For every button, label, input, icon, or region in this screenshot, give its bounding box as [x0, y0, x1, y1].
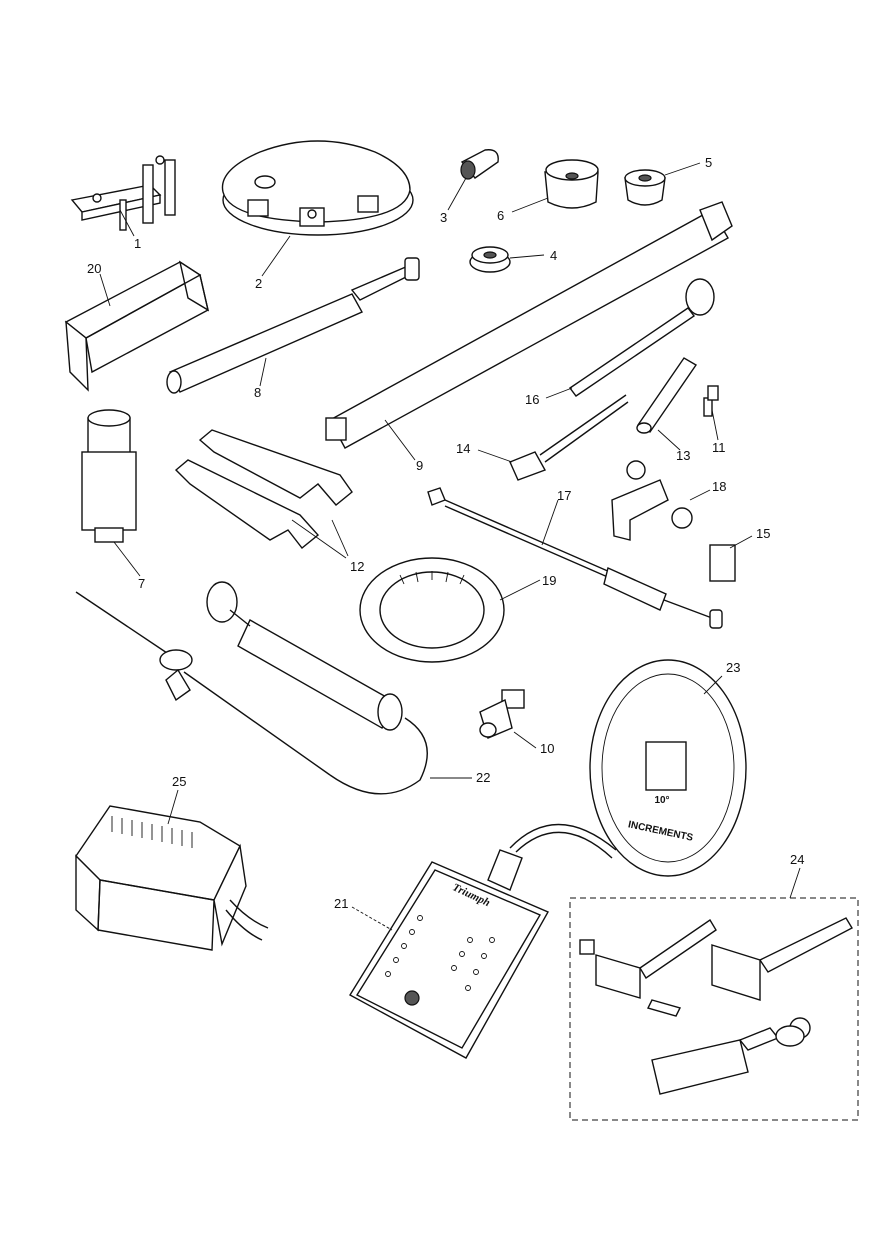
part-8-shaft	[166, 257, 420, 394]
callout-1: 1	[134, 236, 141, 251]
part-7-cylinder	[81, 409, 137, 543]
callout-19: 19	[542, 573, 556, 588]
part-20-channel	[64, 260, 210, 392]
part-5-cup	[624, 169, 666, 206]
callout-20: 20	[87, 261, 101, 276]
callout-4: 4	[550, 248, 557, 263]
callout-11: 11	[712, 440, 726, 455]
callout-22: 22	[476, 770, 490, 785]
callout-10: 10	[540, 741, 554, 756]
callout-3: 3	[440, 210, 447, 225]
part-9-long-bar	[325, 201, 733, 449]
callout-16: 16	[525, 392, 539, 407]
part-19-ring	[359, 557, 505, 663]
callout-23: 23	[726, 660, 740, 675]
part-4-washer	[469, 246, 511, 273]
callout-9: 9	[416, 458, 423, 473]
callout-18: 18	[712, 479, 726, 494]
part-10-fitting	[479, 689, 525, 739]
callout-14: 14	[456, 441, 470, 456]
part-22-syringe	[75, 581, 428, 795]
part-3-plug	[460, 149, 499, 180]
callout-5: 5	[705, 155, 712, 170]
part-16-rod	[568, 278, 715, 397]
part-11-adapter	[703, 385, 719, 417]
part-14-probe	[509, 394, 629, 481]
callout-labels: 1 2 3 4 5 6 7 8 9 10 11 12 13 14 15 16 1…	[87, 155, 804, 911]
dial-label-degree: 10°	[654, 795, 669, 806]
callout-2: 2	[255, 276, 262, 291]
part-25-connector	[75, 805, 269, 951]
part-2-disc	[221, 140, 414, 236]
part-1-bracket	[70, 155, 176, 231]
callout-13: 13	[676, 448, 690, 463]
callout-24: 24	[790, 852, 804, 867]
part-13-pipe	[636, 357, 698, 434]
callout-6: 6	[497, 208, 504, 223]
callout-12: 12	[350, 559, 364, 574]
part-24-chain-tools	[569, 897, 859, 1121]
leader-lines	[99, 162, 801, 931]
part-17-rod	[427, 487, 723, 629]
callout-17: 17	[557, 488, 571, 503]
part-18-clamp	[611, 460, 693, 541]
callout-15: 15	[756, 526, 770, 541]
part-23-degree-disc: 10° INCREMENTS	[589, 659, 747, 877]
part-6-cup	[544, 159, 599, 209]
part-15-plate	[709, 544, 736, 582]
callout-7: 7	[138, 576, 145, 591]
callout-21: 21	[334, 896, 348, 911]
part-12-spanners	[174, 429, 353, 549]
part-21-tester: Triumph	[349, 823, 617, 1059]
callout-8: 8	[254, 385, 261, 400]
callout-25: 25	[172, 774, 186, 789]
